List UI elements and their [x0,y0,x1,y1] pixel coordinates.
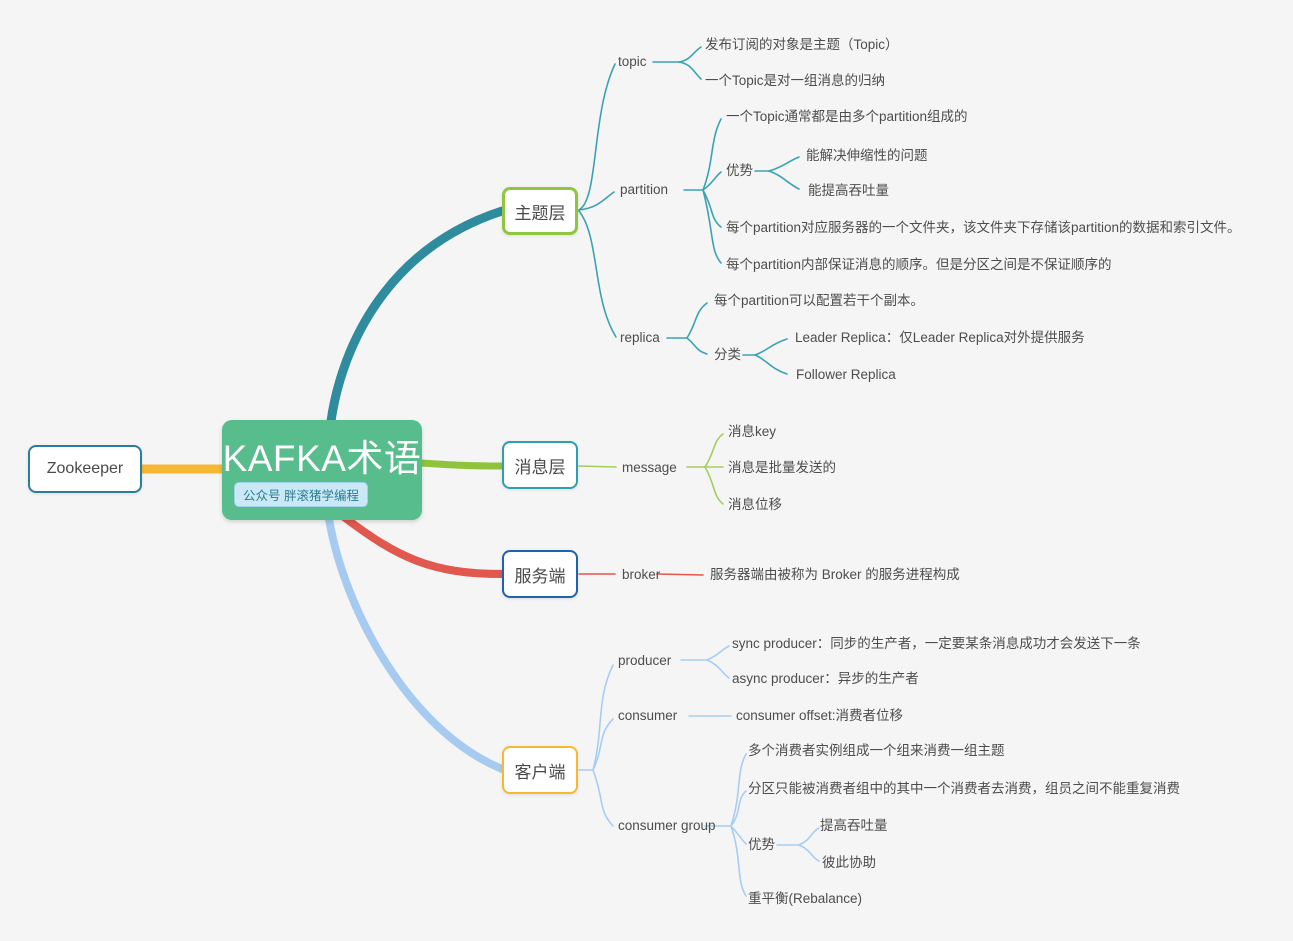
consumer-group-partition-rule-leaf[interactable]: 分区只能被消费者组中的其中一个消费者去消费，组员之间不能重复消费 [748,781,1180,796]
partition-folder-leaf[interactable]: 每个partition对应服务器的一个文件夹，该文件夹下存储该partition… [726,220,1241,235]
node-zookeeper[interactable]: Zookeeper [28,445,142,493]
consumer-group-advantage-label[interactable]: 优势 [748,837,775,852]
partition-label[interactable]: partition [620,182,669,197]
topic-label[interactable]: topic [618,54,647,69]
partition-throughput-leaf[interactable]: 能提高吞吐量 [808,183,889,198]
branch-server-connector [340,513,506,578]
replica-copies-leaf[interactable]: 每个partition可以配置若干个副本。 [714,293,925,308]
server-sub-connectors [578,573,704,576]
replica-category-label[interactable]: 分类 [714,347,741,362]
topic-layer-sub-connectors [578,46,800,375]
replica-leader-leaf[interactable]: Leader Replica：仅Leader Replica对外提供服务 [795,330,1085,345]
message-offset-leaf[interactable]: 消息位移 [728,497,782,512]
replica-follower-leaf[interactable]: Follower Replica [796,367,896,382]
message-batch-leaf[interactable]: 消息是批量发送的 [728,460,836,475]
consumer-group-label[interactable]: consumer group [618,818,716,833]
broker-desc-leaf[interactable]: 服务器端由被称为 Broker 的服务进程构成 [710,567,960,582]
partition-advantage-label[interactable]: 优势 [726,163,753,178]
node-topic-layer[interactable]: 主题层 [502,187,578,235]
consumer-offset-leaf[interactable]: consumer offset:消费者位移 [736,708,904,723]
consumer-group-throughput-leaf[interactable]: 提高吞吐量 [820,818,888,833]
replica-label[interactable]: replica [620,330,660,345]
partition-scalability-leaf[interactable]: 能解决伸缩性的问题 [806,148,928,163]
partition-composed-leaf[interactable]: 一个Topic通常都是由多个partition组成的 [726,109,968,124]
central-topic-title: KAFKA术语 [222,438,422,479]
branch-topic-layer-connector [326,206,507,426]
node-central-topic[interactable]: KAFKA术语 公众号 胖滚猪学编程 [222,420,422,520]
broker-label[interactable]: broker [622,567,661,582]
client-sub-connectors [578,645,820,897]
message-label[interactable]: message [622,460,677,475]
producer-sync-leaf[interactable]: sync producer：同步的生产者，一定要某条消息成功才会发送下一条 [732,636,1141,651]
branch-client-connector [325,515,506,773]
message-key-leaf[interactable]: 消息key [728,424,777,439]
topic-pubsub-leaf[interactable]: 发布订阅的对象是主题（Topic） [705,37,899,52]
branch-message-layer-connector [416,459,506,470]
message-layer-sub-connectors [578,433,724,505]
producer-async-leaf[interactable]: async producer：异步的生产者 [732,671,919,686]
consumer-group-cooperate-leaf[interactable]: 彼此协助 [822,855,876,870]
node-client[interactable]: 客户端 [502,746,578,794]
consumer-group-instances-leaf[interactable]: 多个消费者实例组成一个组来消费一组主题 [748,743,1005,758]
producer-label[interactable]: producer [618,653,672,668]
topic-group-leaf[interactable]: 一个Topic是对一组消息的归纳 [705,73,886,88]
consumer-label[interactable]: consumer [618,708,678,723]
partition-order-leaf[interactable]: 每个partition内部保证消息的顺序。但是分区之间是不保证顺序的 [726,257,1112,272]
node-message-layer[interactable]: 消息层 [502,441,578,489]
consumer-group-rebalance-leaf[interactable]: 重平衡(Rebalance) [748,891,863,906]
node-server[interactable]: 服务端 [502,550,578,598]
wechat-account-badge: 公众号 胖滚猪学编程 [234,482,368,507]
